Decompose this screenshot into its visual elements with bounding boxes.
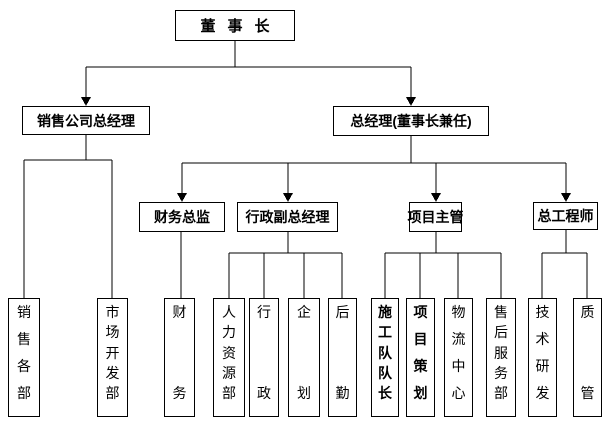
arrow-down-icon: [177, 193, 187, 202]
org-node-general-manager: 总经理(董事长兼任): [333, 106, 489, 136]
org-node-label: 技术研发: [535, 304, 550, 401]
org-node-chief-engineer: 总工程师: [533, 202, 598, 230]
org-node-finance-director: 财务总监: [139, 202, 225, 232]
org-node-label: 销售各部: [17, 304, 31, 401]
org-node-label: 人力资源部: [222, 304, 236, 401]
org-node-project-supervisor: 项目主管: [407, 202, 464, 232]
org-node-label: 项目策划: [413, 304, 428, 401]
org-node-label: 董事长: [200, 18, 282, 35]
org-node-label: 项目主管: [407, 209, 464, 225]
arrowheads: [81, 97, 571, 202]
org-node-logistics-support-dept: 后勤: [328, 298, 357, 417]
arrow-down-icon: [406, 97, 416, 106]
org-node-label: 行政: [257, 304, 271, 401]
org-node-admin-dept: 行政: [249, 298, 279, 417]
org-node-label: 销售公司总经理: [37, 112, 135, 129]
org-node-planning-dept: 企划: [288, 298, 320, 417]
org-node-label: 后勤: [335, 304, 350, 401]
connector-lines: [23, 41, 588, 298]
arrow-down-icon: [561, 193, 571, 202]
org-node-label: 财务总监: [154, 209, 210, 225]
org-node-sales-departments: 销售各部: [8, 298, 40, 417]
org-node-after-sales-service-dept: 售后服务部: [486, 298, 516, 417]
org-node-admin-deputy-gm: 行政副总经理: [237, 202, 338, 232]
org-node-project-planning-dept: 项目策划: [406, 298, 435, 417]
org-node-label: 物流中心: [451, 304, 466, 401]
org-node-sales-company-gm: 销售公司总经理: [22, 106, 150, 135]
arrow-down-icon: [81, 97, 91, 106]
org-node-finance-dept: 财务: [164, 298, 195, 417]
org-node-label: 行政副总经理: [245, 209, 330, 225]
arrow-down-icon: [283, 193, 293, 202]
org-node-tech-rd-dept: 技术研发: [528, 298, 557, 417]
org-node-quality-mgmt-dept: 质管: [573, 298, 602, 417]
org-node-label: 企划: [297, 304, 311, 401]
org-node-label: 质管: [580, 304, 595, 401]
arrow-down-icon: [431, 193, 441, 202]
org-node-construction-team-leader: 施工队队长: [371, 298, 399, 417]
org-node-chairman: 董事长: [175, 10, 295, 41]
org-node-label: 总经理(董事长兼任): [350, 113, 472, 129]
org-node-label: 售后服务部: [494, 304, 508, 401]
org-node-label: 总工程师: [537, 208, 594, 224]
org-node-market-development-dept: 市场开发部: [97, 298, 128, 417]
org-node-hr-dept: 人力资源部: [213, 298, 245, 417]
org-node-label: 财务: [172, 304, 187, 401]
org-node-label: 市场开发部: [105, 304, 120, 401]
org-node-logistics-center: 物流中心: [444, 298, 473, 417]
org-node-label: 施工队队长: [378, 304, 392, 401]
